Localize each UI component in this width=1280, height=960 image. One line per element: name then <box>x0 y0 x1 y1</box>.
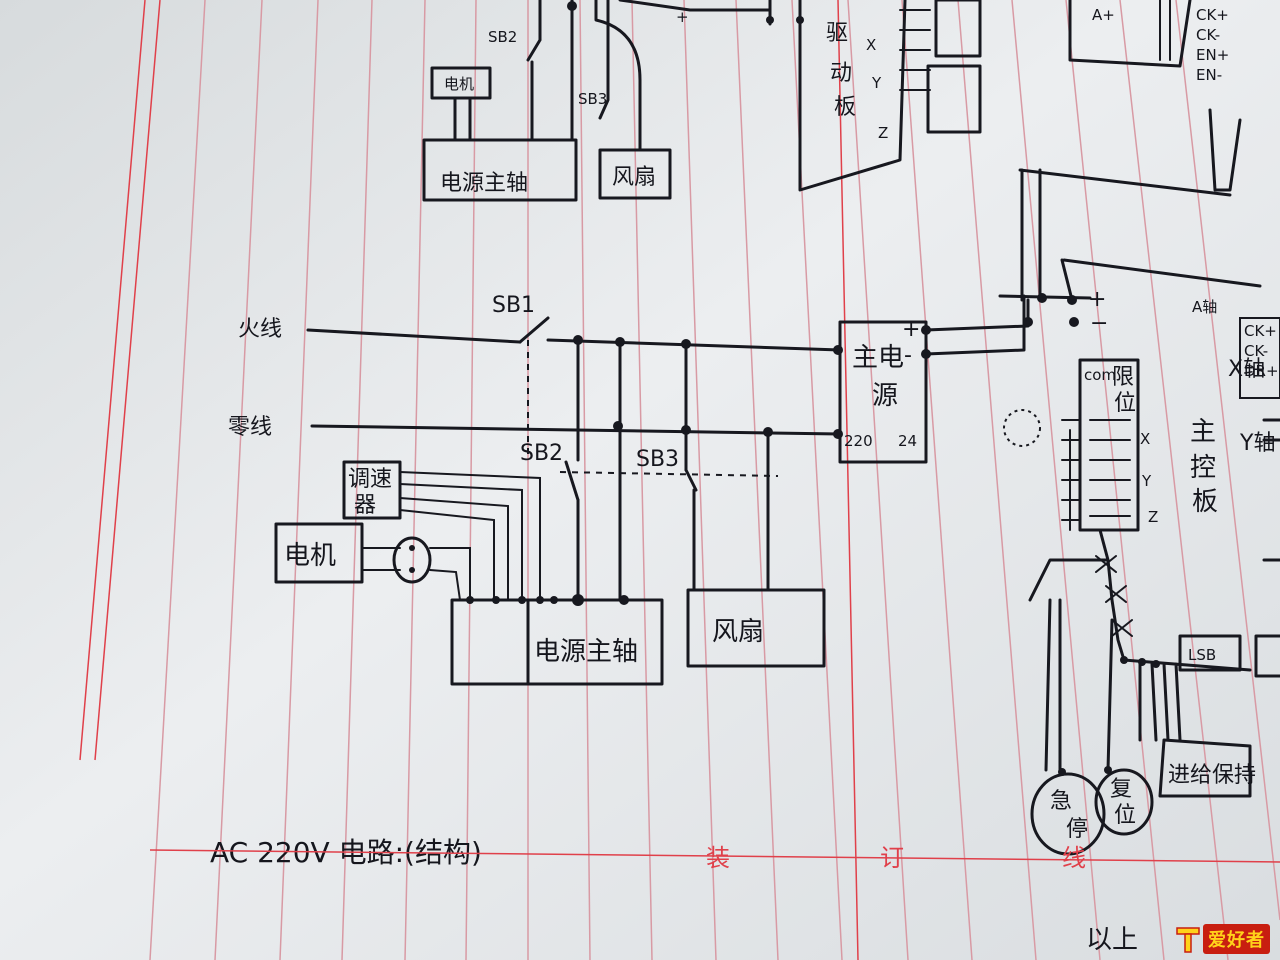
top-y-label: Y <box>871 74 882 92</box>
top-driver-pin-4: EN+ <box>1196 46 1229 64</box>
top-spindle-label: 电源主轴 <box>440 171 528 196</box>
live-wire <box>306 328 522 344</box>
top-driver-char-2: 动 <box>830 61 852 86</box>
top-motor-label: 电机 <box>444 75 474 93</box>
pin-ck-plus: CK+ <box>1244 322 1277 340</box>
estop-label-1: 急 <box>1050 789 1072 814</box>
top-sb3-label: SB3 <box>578 90 607 108</box>
bottom-fragment: 以上 <box>1086 925 1138 955</box>
top-driver-pin-2: CK+ <box>1196 6 1229 24</box>
neutral-wire-label: 零线 <box>228 415 272 440</box>
pin-dr-plus: DR+ <box>1244 362 1279 380</box>
sb1-switch <box>518 316 550 344</box>
motor-label: 电机 <box>284 541 336 571</box>
top-spindle-box <box>422 138 578 202</box>
ruled-lines <box>79 0 1280 960</box>
top-z-label: Z <box>878 124 888 142</box>
board-title-2: 控 <box>1190 453 1216 483</box>
fan-box <box>686 588 826 668</box>
footer: AC 220V 电路:(结构) 装 订 线 以上 <box>149 836 1280 955</box>
mechanical-link <box>527 340 779 477</box>
top-driver-char-3: 板 <box>834 95 856 120</box>
psu-title-1: 主电 <box>852 343 904 373</box>
reset-label-1: 复 <box>1110 777 1132 802</box>
sb3-drop <box>684 342 696 592</box>
neutral-bus <box>310 424 842 436</box>
limit-y: Y <box>1141 472 1152 490</box>
pause-button-label: 进给保持 <box>1168 763 1256 788</box>
limit-terminal-block <box>1078 358 1140 532</box>
a-axis-label: A轴 <box>1192 298 1217 316</box>
top-driver-char-1: 驱 <box>826 21 848 46</box>
watermark-text: 爱好者 <box>1203 924 1270 954</box>
mounting-hole <box>1003 409 1041 447</box>
top-driver-pin-1: A+ <box>1092 6 1115 24</box>
psu-input-label: 220 <box>844 432 873 450</box>
live-bus <box>546 338 842 352</box>
psu-title-2: 源 <box>872 381 898 411</box>
psu-minus: - <box>904 343 912 368</box>
watermark: 爱好者 <box>1175 924 1270 954</box>
reset-label-2: 位 <box>1114 803 1136 828</box>
connector-circle <box>392 536 432 584</box>
ac-main-circuit: 火线 SB1 零线 SB2 SB3 电源主轴 <box>228 293 1030 686</box>
top-x-label: X <box>866 36 876 54</box>
board-title-3: 板 <box>1192 487 1218 517</box>
top-driver-pin-3: CK- <box>1196 26 1220 44</box>
main-board: + − com 限 位 X Y Z 主 控 板 A轴 X轴 Y轴 CK+ CK-… <box>998 168 1280 856</box>
regulator-box <box>342 460 402 520</box>
estop-label-2: 停 <box>1066 817 1088 842</box>
x-axis-label: X轴 <box>1228 357 1265 382</box>
motor-box <box>274 522 364 584</box>
y-axis-label: Y轴 <box>1239 431 1275 456</box>
fan-label: 风扇 <box>712 617 764 647</box>
board-title-1: 主 <box>1190 417 1216 447</box>
sb2-switch <box>564 460 580 502</box>
margin-mark-2: 订 <box>880 844 904 872</box>
regulator-label-1: 调速 <box>348 467 392 492</box>
svg-text:+: + <box>1088 287 1106 312</box>
reset-button <box>1094 768 1154 836</box>
limit-x: X <box>1140 430 1150 448</box>
top-fan-label: 风扇 <box>612 165 656 190</box>
pin-ck-minus: CK- <box>1244 342 1268 360</box>
live-wire-label: 火线 <box>238 317 282 342</box>
top-sb2-label: SB2 <box>488 28 517 46</box>
sb3-switch <box>684 468 698 492</box>
psu-plus: + <box>902 317 920 342</box>
spindle-label: 电源主轴 <box>534 637 638 667</box>
sb2-label: SB2 <box>520 441 563 466</box>
top-plus-label: + <box>676 8 689 26</box>
limit-label-1: 限 <box>1112 365 1134 390</box>
limit-label-2: 位 <box>1114 391 1136 416</box>
svg-text:−: − <box>1090 311 1108 336</box>
margin-mark-1: 装 <box>706 844 730 872</box>
top-motor-box <box>430 66 492 100</box>
top-circuit: SB2 SB3 电机 电源主轴 风扇 + 驱 动 板 X Y Z A+ CK+ … <box>422 0 1242 302</box>
wood-tool-icon <box>1176 927 1200 953</box>
power-supply-box <box>838 320 928 464</box>
sb1-label: SB1 <box>492 293 535 318</box>
com-label: com <box>1084 366 1116 384</box>
psu-output-label: 24 <box>898 432 917 450</box>
top-driver-pin-5: EN- <box>1196 66 1222 84</box>
lsb-label: LSB <box>1188 646 1216 664</box>
margin-mark-3: 线 <box>1062 844 1086 872</box>
sb3-label: SB3 <box>636 447 679 472</box>
top-fan-box <box>598 148 672 200</box>
regulator-label-2: 器 <box>354 493 376 518</box>
estop-button <box>1030 772 1106 856</box>
limit-z: Z <box>1148 508 1158 526</box>
